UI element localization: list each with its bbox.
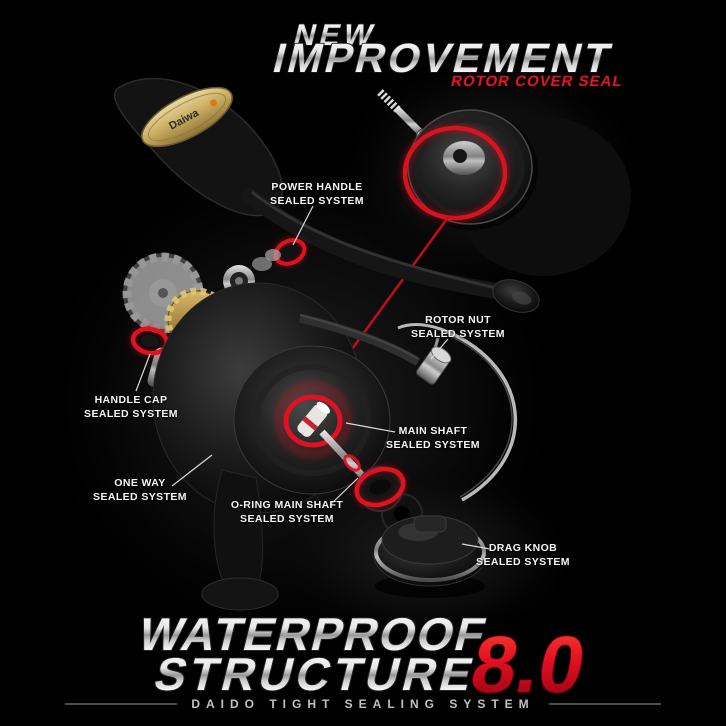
footer-tagline: DAIDO TIGHT SEALING SYSTEM (191, 697, 535, 711)
o-ring-main-shaft-seal-ring (343, 454, 361, 472)
callout-label: SEALED SYSTEM (93, 490, 187, 503)
rotor-cover-art (377, 89, 538, 230)
callout-label: ONE WAY (114, 477, 166, 489)
main-shaft-seal-ring (274, 381, 352, 459)
callout-label: MAIN SHAFT (398, 425, 468, 437)
callout-line-one-way (171, 454, 213, 487)
callout-label: HANDLE CAP (94, 394, 168, 406)
drag-washer-seal-ring (352, 465, 408, 509)
footer-tagline-row: DAIDO TIGHT SEALING SYSTEM (0, 697, 726, 711)
callout-label: SEALED SYSTEM (476, 555, 570, 568)
callout-line-handle-cap (135, 353, 151, 392)
drag-knob-art (373, 515, 487, 598)
footer-structure: STRUCTURE (150, 649, 482, 700)
callout-label: DRAG KNOB (488, 542, 558, 554)
callout-lines (135, 205, 491, 550)
main-body-art (152, 282, 421, 611)
callout-handle-cap: HANDLE CAP SEALED SYSTEM (84, 394, 178, 421)
brand-logo-dot (209, 99, 217, 107)
header-subtitle: ROTOR COVER SEAL (449, 73, 624, 90)
handle-knob-art (492, 279, 540, 313)
callout-line-power-handle (292, 205, 314, 246)
callout-main-shaft: MAIN SHAFT SEALED SYSTEM (386, 425, 480, 452)
callout-label: ROTOR NUT (425, 314, 491, 326)
callout-drag-knob: DRAG KNOB SEALED SYSTEM (476, 542, 570, 569)
tagline-rule-right (548, 703, 661, 705)
callout-line-drag-knob (461, 543, 491, 550)
header: NEW IMPROVEMENT ROTOR COVER SEAL (268, 18, 625, 90)
handle-cap-badge: Daiwa (141, 86, 233, 148)
callout-line-o-ring-main-shaft (329, 477, 359, 506)
callout-o-ring-main-shaft: O-RING MAIN SHAFT SEALED SYSTEM (231, 499, 343, 526)
callout-label: SEALED SYSTEM (386, 438, 480, 451)
callout-one-way: ONE WAY SEALED SYSTEM (93, 477, 187, 504)
footer-waterproof: WATERPROOF (134, 609, 493, 660)
callout-line-rotor-nut (430, 338, 449, 360)
callout-line-main-shaft (345, 422, 396, 433)
footer-version: 8.0 (465, 621, 592, 710)
header-new: NEW (290, 18, 380, 51)
callout-label: SEALED SYSTEM (270, 194, 364, 207)
callout-rotor-nut: ROTOR NUT SEALED SYSTEM (411, 314, 505, 341)
callout-label: O-RING MAIN SHAFT (230, 499, 344, 511)
callout-label: SEALED SYSTEM (84, 407, 178, 420)
callout-power-handle: POWER HANDLE SEALED SYSTEM (270, 181, 364, 208)
bail-wire-art (397, 323, 518, 502)
callout-label: POWER HANDLE (271, 181, 363, 193)
header-improvement: IMPROVEMENT (269, 35, 619, 81)
tagline-rule-left (65, 703, 178, 705)
footer: WATERPROOF STRUCTURE 8.0 (133, 608, 593, 711)
rotor-nut-art (416, 337, 452, 385)
callout-label: SEALED SYSTEM (240, 512, 334, 525)
callout-label: SEALED SYSTEM (411, 327, 505, 340)
